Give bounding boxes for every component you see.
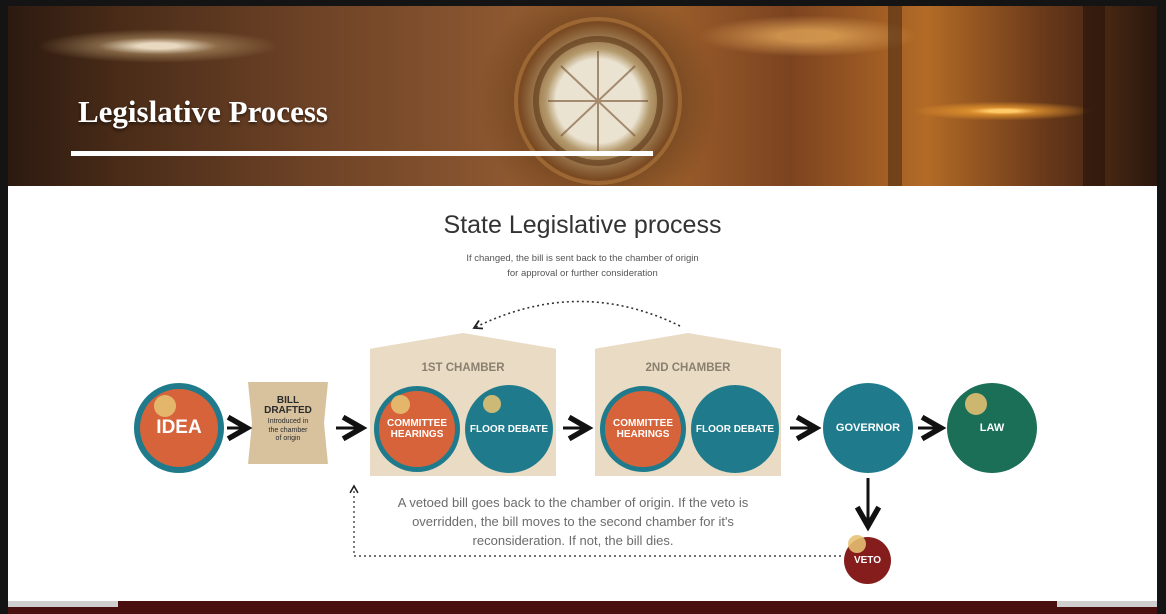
veto-label: VETO (853, 555, 882, 566)
law-label: LAW (979, 422, 1005, 434)
governor-node: GOVERNOR (823, 383, 913, 473)
idea-label: IDEA (156, 417, 202, 438)
highlight-dot (848, 535, 866, 553)
highlight-dot (965, 393, 987, 415)
bottom-bar-right-strip (1057, 601, 1157, 607)
return-note-line-1: If changed, the bill is sent back to the… (466, 253, 699, 264)
first-chamber-floor-label: FLOOR DEBATE (469, 423, 549, 435)
flow-connectors (8, 300, 1157, 557)
bill-drafted-subtitle: Introduced in the chamber of origin (267, 418, 309, 442)
first-chamber-committee-label: COMMITTEE HEARINGS (387, 418, 447, 440)
highlight-dot (154, 395, 176, 417)
title-underline (71, 151, 653, 156)
first-chamber-floor-node: FLOOR DEBATE (465, 385, 553, 473)
bottom-bar (8, 601, 1157, 614)
return-note-line-2: for approval or further consideration (507, 268, 658, 279)
slide-frame: Legislative Process State Legislative pr… (8, 6, 1157, 606)
veto-note: A vetoed bill goes back to the chamber o… (397, 495, 749, 548)
second-chamber-committee-label: COMMITTEE HEARINGS (613, 418, 673, 440)
second-chamber-floor-node: FLOOR DEBATE (691, 385, 779, 473)
bill-drafted-title: BILL DRAFTED (264, 395, 312, 416)
governor-label: GOVERNOR (835, 422, 901, 434)
veto-node: VETO (844, 535, 891, 584)
idea-node: IDEA (134, 383, 224, 473)
highlight-dot (483, 395, 501, 413)
law-node: LAW (947, 383, 1037, 473)
page-title: Legislative Process (78, 94, 328, 129)
first-chamber-committee-node: COMMITTEE HEARINGS (374, 386, 460, 472)
second-chamber-committee-node: COMMITTEE HEARINGS (600, 386, 686, 472)
dashed-return-arrow (472, 300, 681, 330)
dome-image (514, 6, 1105, 186)
second-chamber-floor-label: FLOOR DEBATE (695, 423, 775, 435)
highlight-dot (391, 395, 410, 414)
diagram-title: State Legislative process (443, 211, 722, 239)
second-chamber-label: 2ND CHAMBER (645, 362, 731, 374)
bottom-bar-left-strip (8, 601, 118, 607)
dotted-veto-return-arrow (349, 484, 841, 557)
first-chamber-label: 1ST CHAMBER (421, 362, 505, 374)
hero-banner: Legislative Process (8, 6, 1157, 186)
bill-drafted-scroll: BILL DRAFTED Introduced in the chamber o… (248, 382, 328, 464)
